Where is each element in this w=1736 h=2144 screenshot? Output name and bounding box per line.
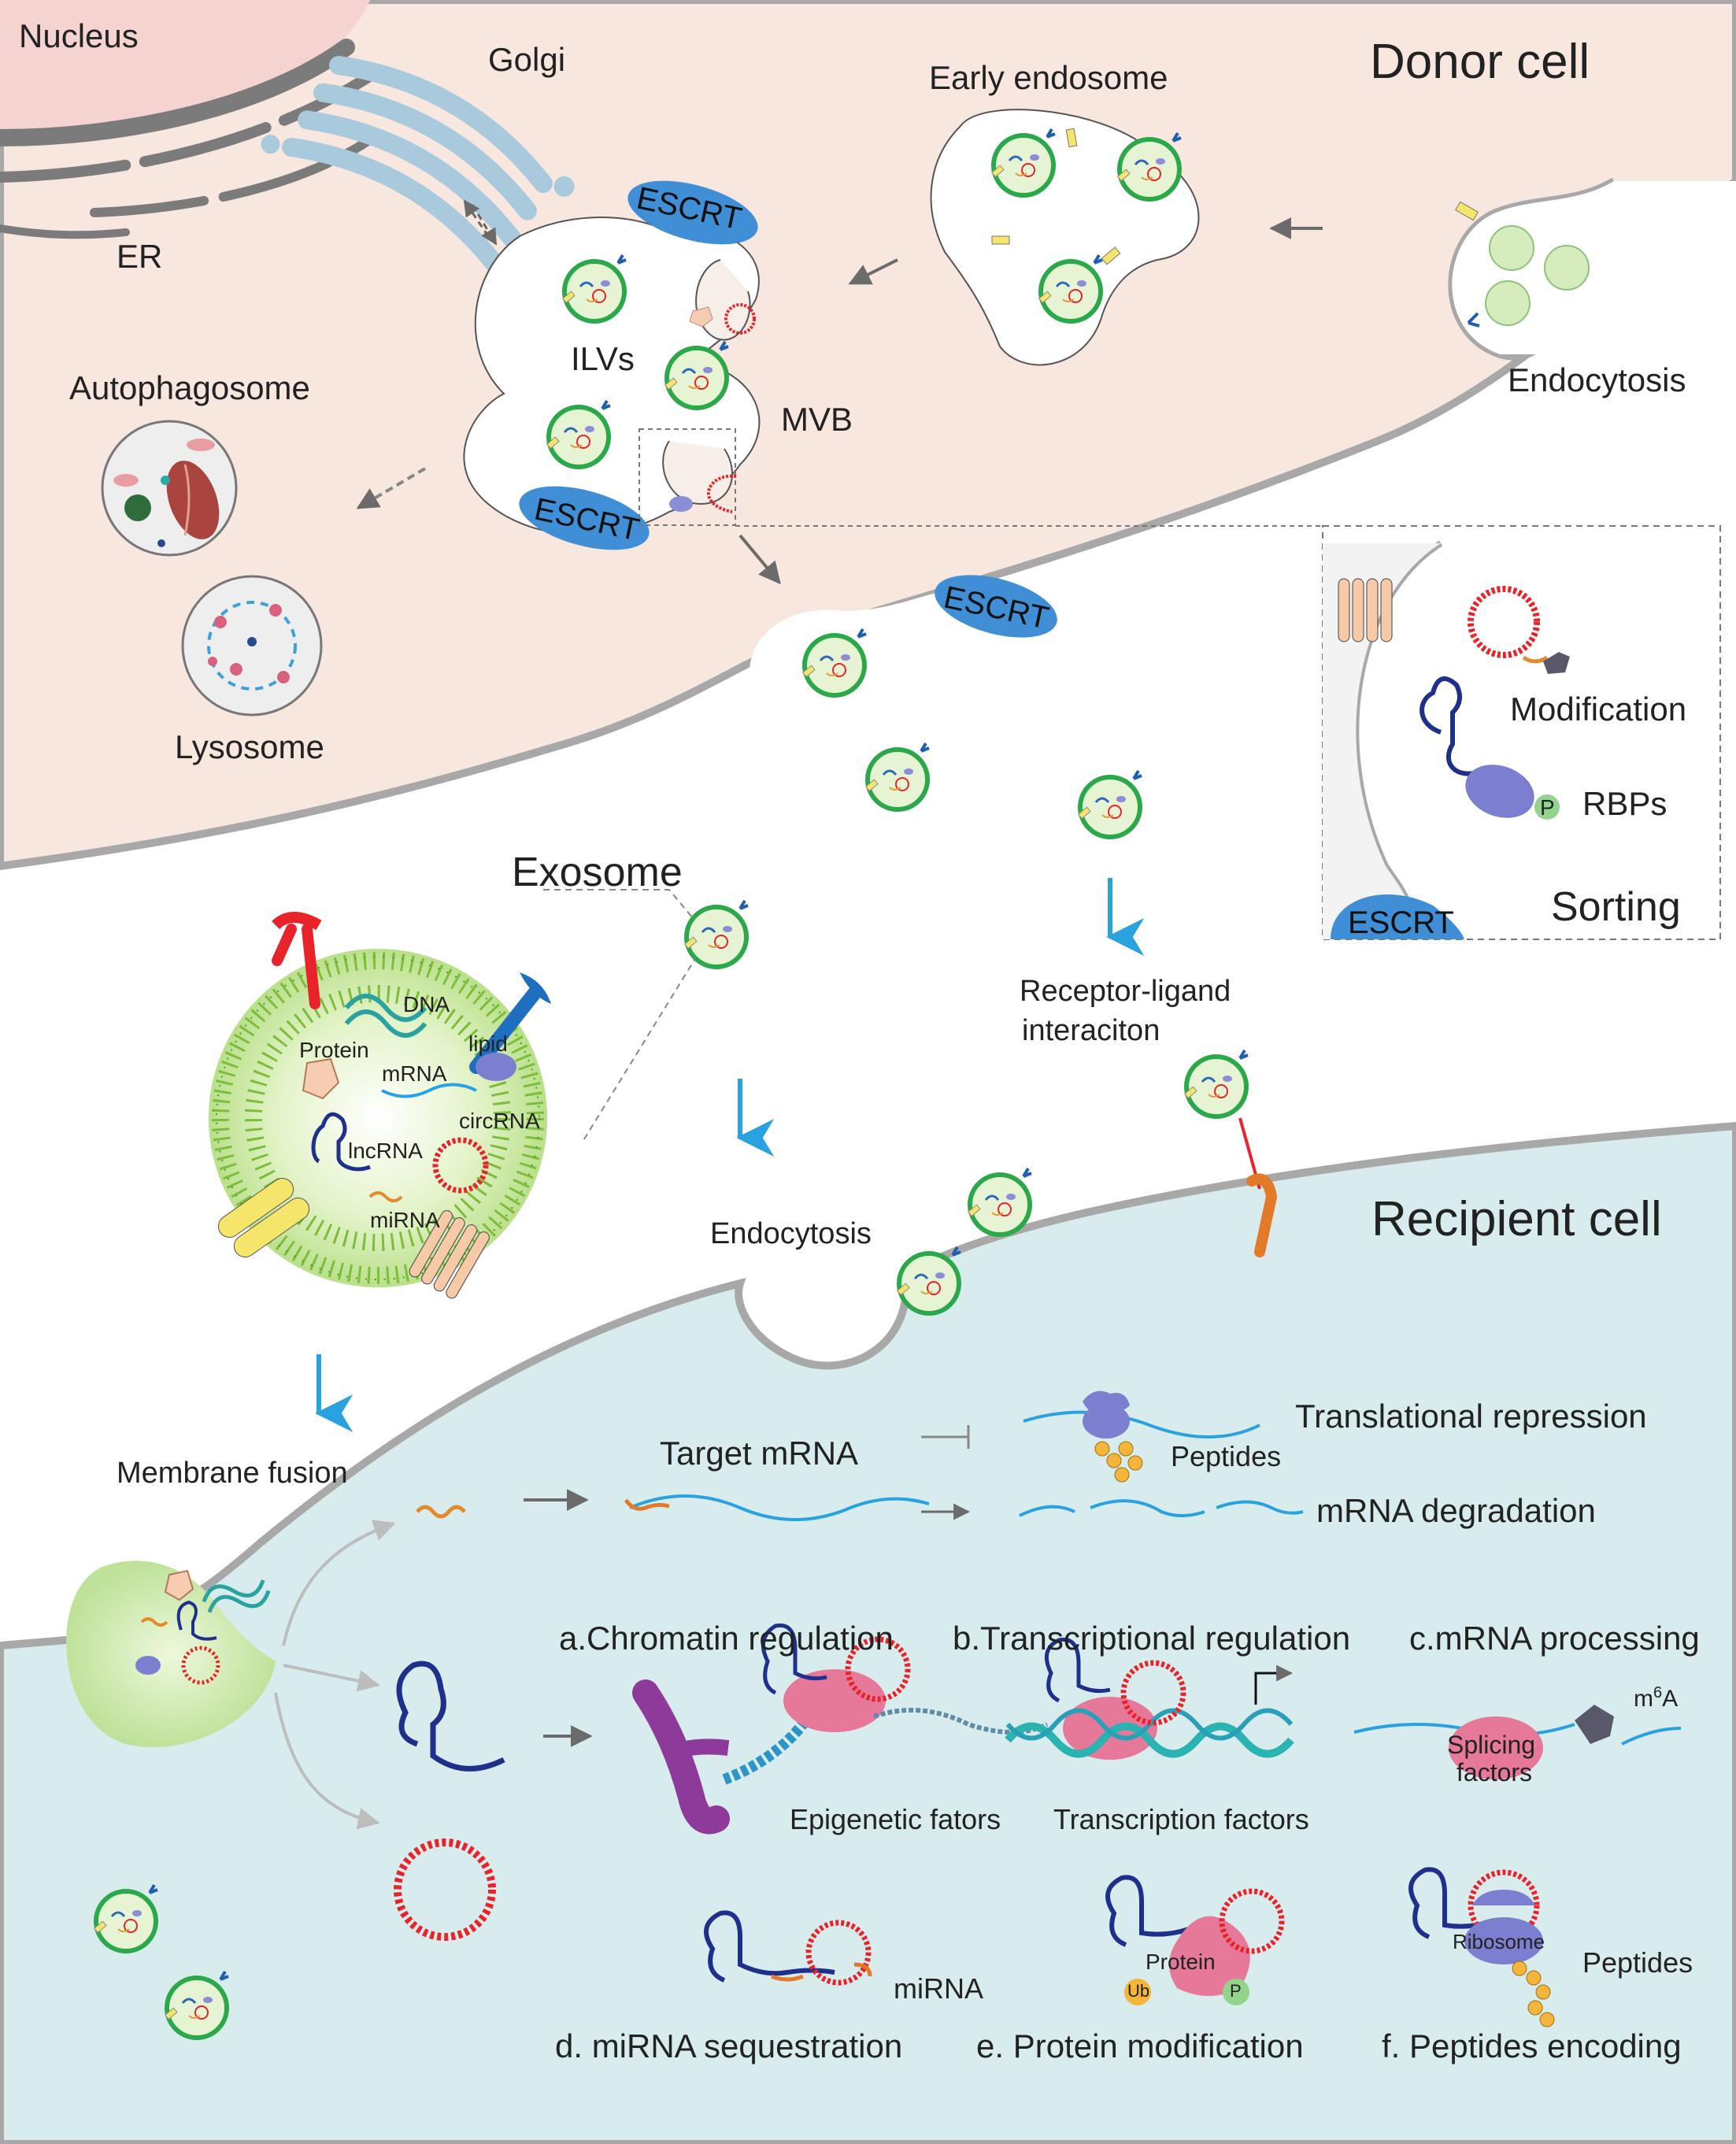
label-receptor-ligand: Receptor-ligand: [1020, 975, 1231, 1008]
label-nucleus: Nucleus: [19, 17, 139, 54]
label-rbps: RBPs: [1582, 785, 1668, 822]
label-interaction: interaciton: [1022, 1014, 1160, 1047]
nucleus: [0, 0, 370, 133]
m6a-tail: A: [1662, 1686, 1679, 1712]
protein-modification: [1105, 1875, 1285, 2005]
label-peptides-top: Peptides: [1171, 1440, 1282, 1472]
label-endocytosis-donor: Endocytosis: [1508, 361, 1686, 398]
label-splicing-factors: factors: [1457, 1758, 1533, 1787]
escrt-exocytosis: [935, 575, 1057, 638]
label-donor-cell: Donor cell: [1370, 35, 1590, 89]
label-m6a: m6A: [1634, 1685, 1678, 1711]
label-protein: Protein: [299, 1038, 369, 1062]
autophagosome: [101, 420, 238, 557]
label-splicing: Splicing: [1447, 1731, 1536, 1759]
mvb: [463, 180, 1323, 550]
label-translational-repression: Translational repression: [1295, 1398, 1647, 1435]
label-escrt-top: ESCRT: [633, 180, 745, 237]
label-modification: Modification: [1510, 691, 1687, 728]
label-ub: Ub: [1127, 1981, 1150, 2001]
label-membrane-fusion: Membrane fusion: [117, 1457, 348, 1490]
escrt-bottom: [519, 486, 650, 550]
ribosome-top: [1083, 1390, 1143, 1483]
sorting-escrt: [1331, 894, 1464, 939]
donor-cell: [0, 0, 1736, 871]
label-dna: DNA: [403, 992, 450, 1016]
escrt-top: [627, 180, 758, 245]
label-protein-modification: e. Protein modification: [976, 2027, 1304, 2064]
label-peptides-encoding: f. Peptides encoding: [1382, 2027, 1682, 2064]
chromatin-track: [632, 1623, 1682, 1835]
label-mirna-sequestration: d. miRNA sequestration: [555, 2027, 903, 2064]
label-exosome: Exosome: [512, 850, 683, 895]
label-escrt-exocytosis: ESCRT: [940, 580, 1052, 636]
label-endocytosis-uptake: Endocytosis: [710, 1217, 872, 1250]
label-lncrna: lncRNA: [348, 1139, 423, 1163]
mirna-sequestration: [704, 1910, 872, 1986]
label-ilvs: ILVs: [571, 340, 635, 377]
label-recipient-cell: Recipient cell: [1371, 1192, 1662, 1246]
label-autophagosome: Autophagosome: [69, 369, 310, 406]
label-escrt-bottom: ESCRT: [531, 491, 642, 548]
label-transcription-factors: Transcription factors: [1053, 1803, 1309, 1835]
peptides-encoding: [1408, 1867, 1555, 2027]
label-mrna: mRNA: [382, 1061, 447, 1086]
label-target-mrna: Target mRNA: [660, 1435, 859, 1472]
label-epigenetic-factors: Epigenetic fators: [790, 1803, 1001, 1835]
fusion-vesicle: [66, 1561, 276, 1748]
label-mvb: MVB: [781, 401, 853, 438]
recipient-cell: [0, 1050, 1736, 2144]
sorting-inset: [1322, 525, 1721, 940]
label-circrna: circRNA: [459, 1109, 540, 1133]
label-early-endosome: Early endosome: [929, 59, 1168, 96]
label-ribosome: Ribosome: [1453, 1930, 1545, 1953]
label-sorting-escrt: ESCRT: [1348, 905, 1454, 940]
label-mirna-seq: miRNA: [894, 1972, 983, 2005]
label-phospho: P: [1230, 1981, 1242, 2001]
label-chromatin-regulation: a.Chromatin regulation: [559, 1620, 894, 1657]
label-rbp-phospho: P: [1540, 795, 1555, 820]
exosome-detail: [209, 889, 748, 1299]
label-lysosome: Lysosome: [175, 728, 324, 765]
label-mrna-processing: c.mRNA processing: [1409, 1620, 1700, 1657]
label-lipid: lipid: [468, 1031, 508, 1056]
label-mirna: miRNA: [370, 1208, 440, 1232]
label-transcriptional-regulation: b.Transcriptional regulation: [953, 1620, 1351, 1657]
label-mrna-degradation: mRNA degradation: [1316, 1492, 1596, 1529]
label-protein-mod: Protein: [1146, 1950, 1216, 1974]
m6a-base: m: [1634, 1686, 1653, 1712]
lysosome: [181, 575, 323, 717]
m6a-sup: 6: [1653, 1684, 1663, 1701]
label-peptides: Peptides: [1582, 1946, 1693, 1979]
label-golgi: Golgi: [488, 41, 566, 78]
label-er: ER: [117, 238, 163, 275]
label-sorting: Sorting: [1551, 884, 1681, 930]
